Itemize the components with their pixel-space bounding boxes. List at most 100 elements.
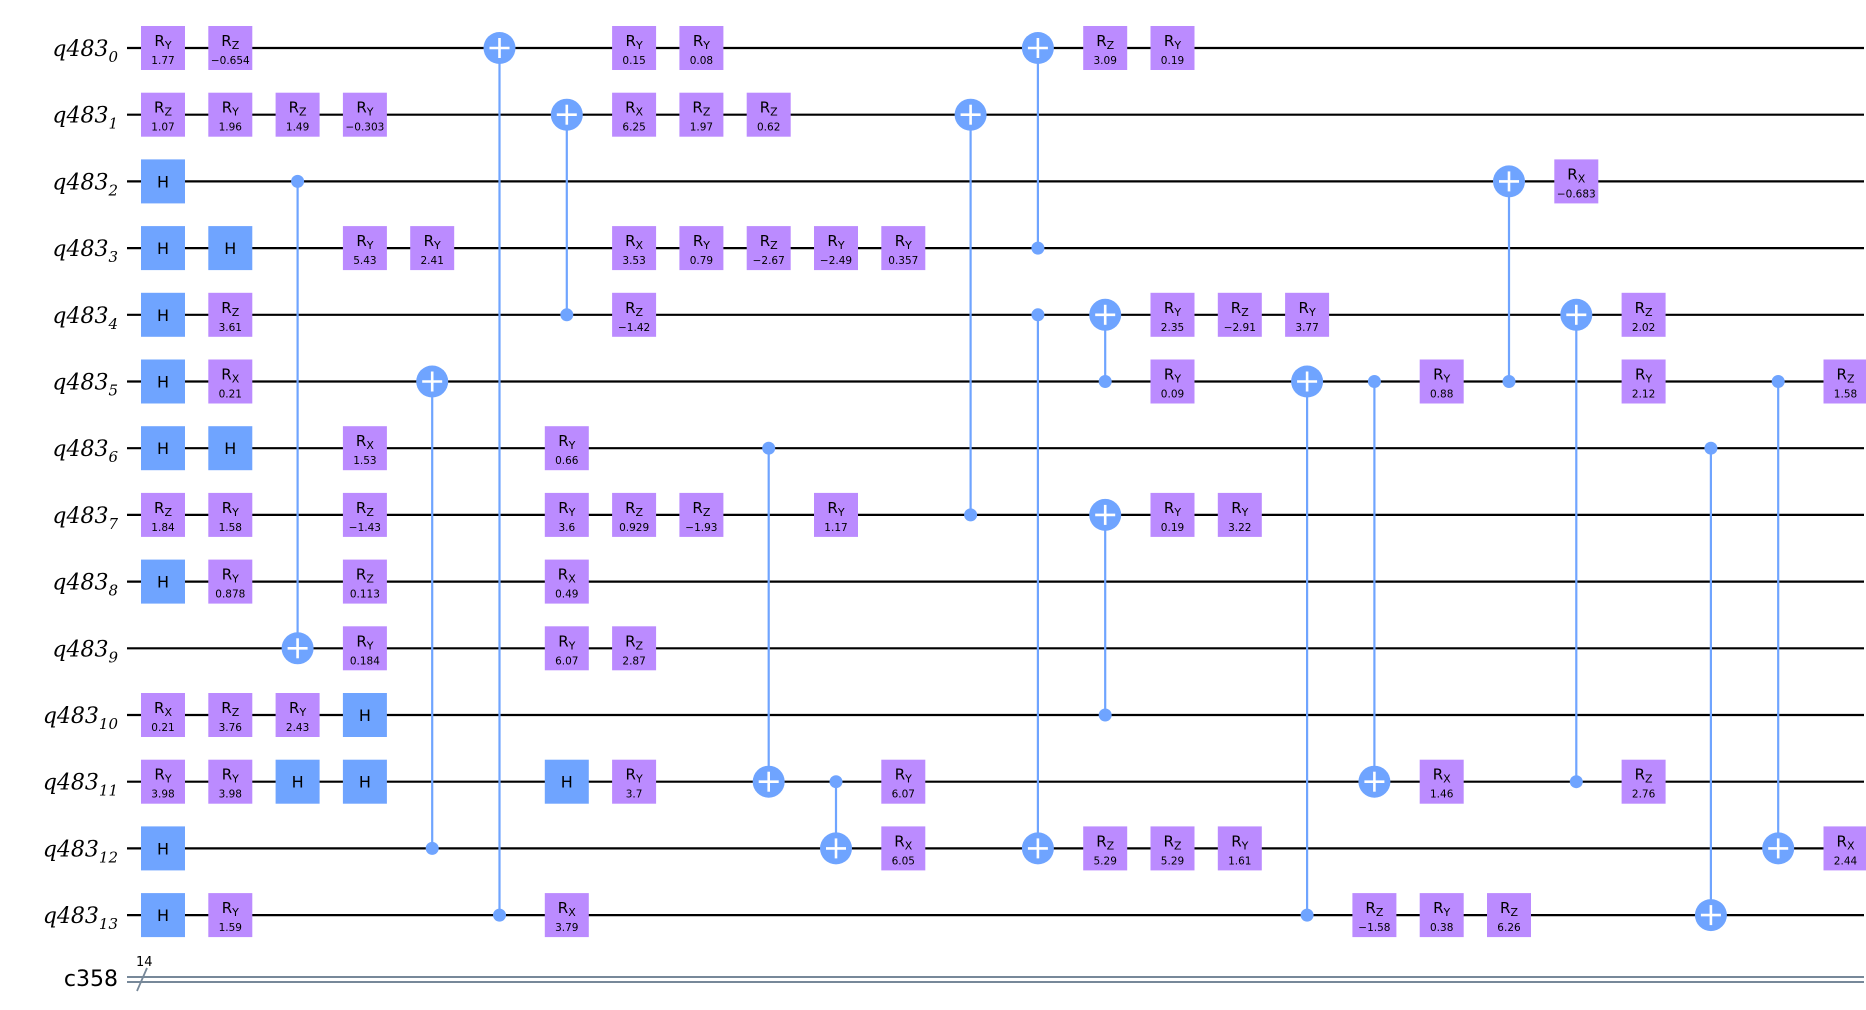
gate-parameter: 0.88	[1430, 389, 1453, 401]
gate-parameter: −2.67	[753, 255, 785, 267]
bundle-slash	[136, 967, 148, 992]
gate-rz: RZ3.09	[1083, 26, 1128, 70]
gate-h: H	[141, 826, 185, 871]
gate-parameter: 3.6	[558, 522, 575, 534]
gate-parameter: −0.683	[1557, 188, 1596, 200]
gate-h: H	[141, 292, 185, 337]
gate-ry: RY−0.303	[342, 92, 387, 137]
gate-h: H	[342, 759, 387, 804]
cnot-control-dot	[560, 308, 574, 322]
gate-parameter: −2.49	[820, 255, 852, 267]
qubit-label-4: q4834	[52, 304, 118, 333]
cnot-control-dot	[762, 441, 776, 455]
gate-h: H	[141, 893, 185, 938]
gate-ry: RY−2.49	[814, 226, 858, 271]
cnot-target	[1089, 498, 1122, 531]
gate-parameter: 3.98	[151, 789, 174, 801]
gate-rx: RX0.21	[208, 359, 253, 404]
gate-parameter: 0.38	[1430, 922, 1453, 934]
gate-label: H	[359, 706, 371, 725]
qubit-label-11: q48311	[43, 771, 118, 800]
gate-ry: RY0.79	[679, 226, 724, 271]
gate-h: H	[141, 359, 185, 404]
gate-ry: RY0.878	[208, 559, 253, 604]
gate-parameter: 0.113	[350, 589, 380, 601]
gate-parameter: 1.96	[219, 122, 243, 134]
gate-ry: RY1.58	[208, 492, 253, 537]
classical-register-size: 14	[136, 955, 153, 970]
cnot-control-dot	[1031, 241, 1045, 255]
gate-label: H	[157, 306, 169, 325]
gate-parameter: 1.53	[353, 455, 376, 467]
gate-parameter: 3.79	[555, 922, 578, 934]
gate-parameter: 1.49	[286, 122, 309, 134]
gate-parameter: 1.84	[151, 522, 175, 534]
gate-parameter: 0.15	[622, 55, 645, 67]
cnot-target	[1089, 298, 1122, 331]
gate-h: H	[208, 226, 253, 271]
gate-rz: RZ2.87	[612, 626, 657, 671]
gate-h: H	[141, 559, 185, 604]
gate-ry: RY2.12	[1621, 359, 1666, 404]
gate-rz: RZ2.02	[1621, 292, 1666, 337]
gate-parameter: 2.76	[1632, 789, 1656, 801]
register-labels: q4830q4831q4832q4833q4834q4835q4836q4837…	[43, 37, 119, 933]
gate-ry: RY2.35	[1150, 292, 1195, 337]
gate-label: H	[292, 773, 304, 792]
gate-parameter: 3.77	[1295, 322, 1318, 334]
gate-rz: RZ−1.93	[679, 492, 724, 537]
gate-parameter: 3.7	[626, 789, 643, 801]
gate-label: H	[561, 773, 573, 792]
gate-rz: RZ−2.91	[1217, 292, 1262, 337]
cnot-target	[954, 98, 987, 131]
cnot-control-dot	[829, 775, 843, 789]
gate-rx: RX1.53	[342, 426, 387, 471]
gate-parameter: −2.91	[1224, 322, 1256, 334]
gate-rz: RZ2.76	[1621, 759, 1666, 804]
gate-parameter: −0.654	[211, 55, 250, 67]
gate-ry: RY0.15	[612, 26, 657, 70]
gate-parameter: −1.42	[618, 322, 650, 334]
gate-rx: RX0.49	[544, 559, 589, 604]
gate-ry: RY3.7	[612, 759, 657, 804]
cnot-target	[1021, 832, 1054, 865]
cnot-target	[1560, 298, 1593, 331]
qubit-label-3: q4833	[52, 237, 118, 266]
gate-parameter: 5.43	[353, 255, 376, 267]
gate-rx: RX0.21	[141, 693, 185, 737]
gate-parameter: 5.29	[1161, 855, 1184, 867]
gate-rz: RZ1.58	[1823, 359, 1866, 404]
gate-parameter: 5.29	[1094, 855, 1117, 867]
gate-ry: RY0.357	[881, 226, 926, 271]
gate-parameter: 0.08	[690, 55, 713, 67]
cnot-target	[820, 832, 852, 865]
gate-h: H	[141, 226, 185, 271]
gate-parameter: 2.87	[622, 655, 645, 667]
gate-rz: RZ−1.58	[1352, 893, 1397, 938]
gate-rz: RZ3.61	[208, 292, 253, 337]
gate-h: H	[208, 426, 253, 471]
gate-rx: RX−0.683	[1554, 159, 1599, 204]
gate-ry: RY1.17	[814, 492, 858, 537]
gate-ry: RY2.43	[275, 693, 320, 737]
gate-parameter: 0.79	[690, 255, 713, 267]
cnot-target	[1762, 832, 1795, 865]
gate-ry: RY3.98	[141, 759, 185, 804]
cnot-control-dot	[1704, 441, 1718, 455]
cnot-target	[550, 98, 583, 131]
gate-parameter: 1.17	[824, 522, 847, 534]
gate-parameter: 2.35	[1161, 322, 1184, 334]
gate-layer: RY1.77RZ−0.654RY0.15RY0.08RZ3.09RY0.19RZ…	[141, 26, 1866, 938]
gate-rz: RZ5.29	[1150, 826, 1195, 871]
cnot-control-dot	[1502, 375, 1516, 388]
gate-rx: RX1.46	[1419, 759, 1464, 804]
gate-parameter: −1.58	[1358, 922, 1390, 934]
gate-rz: RZ−1.42	[612, 292, 657, 337]
qubit-label-10: q48310	[43, 704, 119, 733]
gate-ry: RY0.08	[679, 26, 724, 70]
gate-parameter: 0.62	[757, 122, 780, 134]
gate-label: H	[157, 906, 169, 925]
gate-rz: RZ1.07	[141, 92, 185, 137]
gate-parameter: 6.26	[1497, 922, 1521, 934]
gate-ry: RY3.6	[544, 492, 589, 537]
